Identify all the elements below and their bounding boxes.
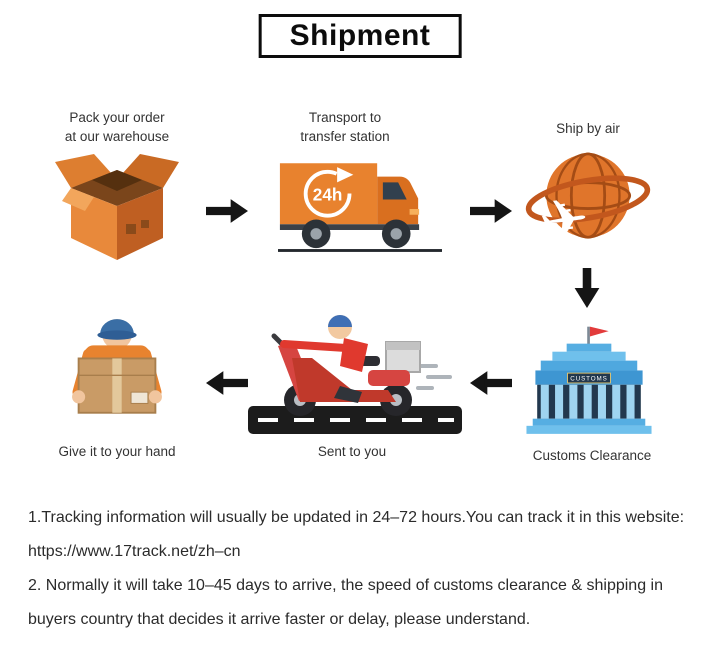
arrow-left-icon xyxy=(470,371,512,395)
shipping-notes: 1.Tracking information will usually be u… xyxy=(28,508,704,644)
hand-step-label: Give it to your hand xyxy=(58,444,176,459)
delivery-truck-icon: 24h xyxy=(278,163,442,252)
sent-step-label: Sent to you xyxy=(317,444,387,459)
arrow-down-icon xyxy=(574,268,600,308)
page-title: Shipment xyxy=(258,14,462,58)
arrow-right-icon xyxy=(470,199,512,223)
note-tracking-url: https://www.17track.net/zh–cn xyxy=(28,543,241,560)
customs-building-icon: CUSTOMS xyxy=(526,326,652,434)
arrow-right-icon xyxy=(206,199,248,223)
note-tracking-line1: 1.Tracking information will usually be u… xyxy=(28,509,685,526)
person-holding-box-icon xyxy=(72,319,162,414)
transport-step-label: Transport to transfer station xyxy=(300,110,390,144)
truck-24h-badge: 24h xyxy=(313,184,343,204)
note-delivery-line2: buyers country that decides it arrive fa… xyxy=(28,611,531,628)
delivery-scooter-icon xyxy=(248,315,462,434)
pack-step-label: Pack your order at our warehouse xyxy=(64,110,170,144)
package-box-icon xyxy=(55,154,179,260)
air-step-label: Ship by air xyxy=(556,121,620,136)
airplane-icon: ✈ xyxy=(535,184,594,257)
customs-sign: CUSTOMS xyxy=(570,375,607,382)
note-delivery-line1: 2. Normally it will take 10–45 days to a… xyxy=(28,577,663,594)
globe-airplane-icon: ✈ xyxy=(525,152,651,258)
customs-step-label: Customs Clearance xyxy=(532,448,652,463)
arrow-left-icon xyxy=(206,371,248,395)
